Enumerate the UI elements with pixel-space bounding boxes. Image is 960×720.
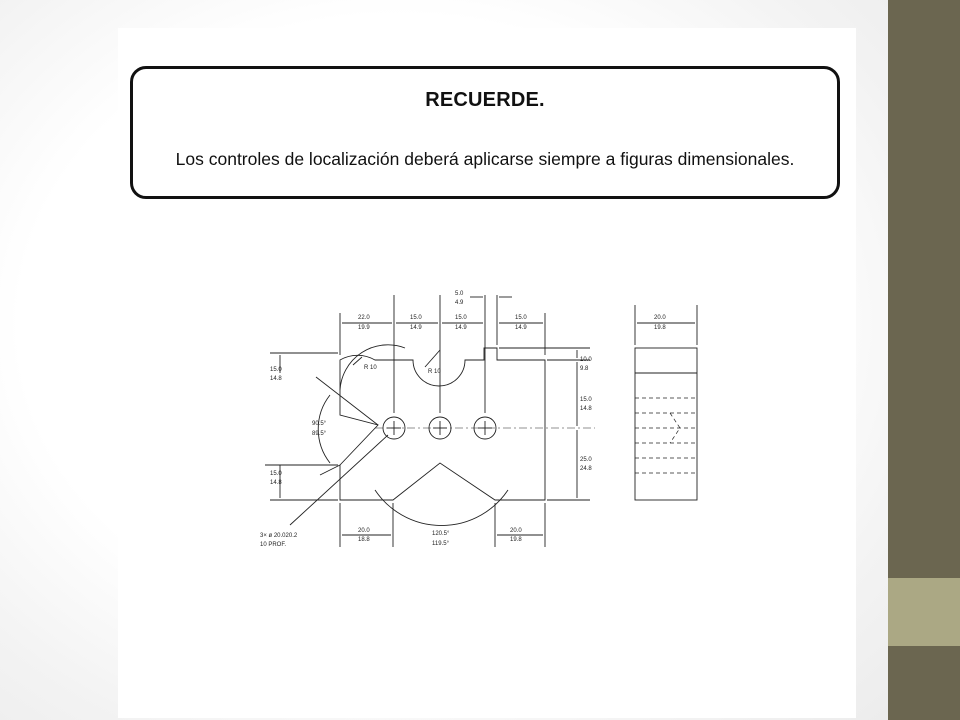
dim-slot-upper: 5.0: [455, 291, 464, 297]
dim-top-3-lower: 14.9: [455, 325, 467, 331]
vee-angle-upper: 90.5°: [312, 421, 327, 427]
radius-left-label: R 10: [364, 365, 377, 371]
dim-top-2-upper: 15.0: [410, 315, 422, 321]
dim-bottom-right-lower: 19.8: [510, 537, 522, 543]
dim-right-1-lower: 9.8: [580, 366, 589, 372]
bottom-angle-upper: 120.5°: [432, 531, 450, 537]
dim-right-3-upper: 25.0: [580, 457, 592, 463]
dim-right-2-upper: 15.0: [580, 397, 592, 403]
dim-top-4-upper: 15.0: [515, 315, 527, 321]
notice-title: RECUERDE.: [425, 89, 545, 111]
slide-side-accent: [888, 578, 960, 646]
dim-top-3-upper: 15.0: [455, 315, 467, 321]
dim-right-1-upper: 10.0: [580, 357, 592, 363]
hole-callout: 3× ø 20.020.2 10 PROF.: [260, 533, 298, 548]
part-outline: [339, 347, 546, 501]
dim-slot-lower: 4.9: [455, 300, 464, 306]
bottom-angle-lower: 119.5°: [432, 541, 450, 547]
dim-top-1-lower: 19.9: [358, 325, 370, 331]
dim-bottom-right-upper: 20.0: [510, 528, 522, 534]
notice-text: Los controles de localización deberá apl…: [175, 149, 795, 169]
dim-top-2-lower: 14.9: [410, 325, 422, 331]
dim-right-2-lower: 14.8: [580, 406, 592, 412]
hole-callout-line1: 3× ø 20.020.2: [260, 533, 298, 539]
vee-angle-lower: 89.5°: [312, 431, 327, 437]
front-view-right-dims: 10.0 9.8 15.0 14.8 25.0 24.8: [580, 357, 592, 472]
dim-top-1-upper: 22.0: [358, 315, 370, 321]
dim-side-upper: 20.0: [654, 315, 666, 321]
front-view-top-dims: 22.0 19.9 15.0 14.9 15.0 14.9 15.0 14.9 …: [358, 291, 527, 331]
dim-bottom-left-lower: 18.8: [358, 537, 370, 543]
dim-right-3-lower: 24.8: [580, 466, 592, 472]
dim-left-bottom-lower: 14.8: [270, 480, 282, 486]
dim-side-lower: 19.8: [654, 325, 666, 331]
front-view-left-dims: 15.0 14.8 15.0 14.8 90.5° 89.5°: [270, 367, 327, 486]
notice-box: RECUERDE. Los controles de localización …: [130, 66, 840, 199]
dim-bottom-left-upper: 20.0: [358, 528, 370, 534]
dim-left-top-lower: 14.8: [270, 376, 282, 382]
side-view-dims: 20.0 19.8: [654, 315, 666, 331]
radius-slot-label: R 10: [428, 369, 441, 375]
hole-callout-line2: 10 PROF.: [260, 542, 286, 548]
side-view-outline: [634, 347, 698, 501]
front-view-bottom-dims: 20.0 18.8 120.5° 119.5° 20.0 19.8: [358, 528, 522, 547]
dim-left-bottom-upper: 15.0: [270, 471, 282, 477]
dim-top-4-lower: 14.9: [515, 325, 527, 331]
technical-drawing: 22.0 19.9 15.0 14.9 15.0 14.9 15.0 14.9 …: [260, 291, 698, 548]
dim-left-top-upper: 15.0: [270, 367, 282, 373]
